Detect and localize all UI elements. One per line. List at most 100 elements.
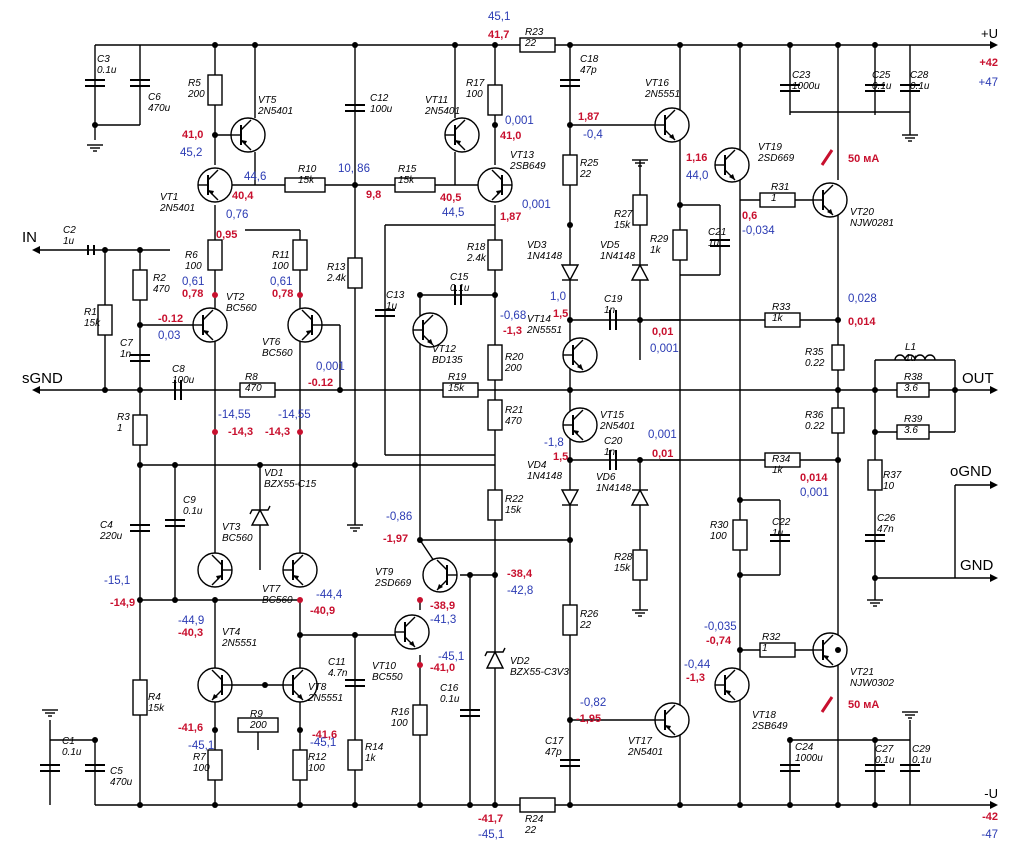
component-ref: VT9: [375, 567, 394, 578]
component-ref: R3: [117, 412, 130, 423]
component-value: BC560: [222, 533, 253, 544]
voltage-alt: -41,3: [430, 614, 456, 626]
resistor-r36: [831, 407, 845, 434]
diode-vd3: [560, 264, 580, 282]
component-ref: VT21: [850, 667, 874, 678]
component-value: 470u: [148, 103, 171, 114]
component-value: 220u: [99, 531, 123, 542]
resistor-r19: [442, 382, 479, 398]
voltage-idle: 1,5: [553, 308, 568, 320]
voltage-alt: -0,44: [684, 659, 711, 671]
component-value: 200: [504, 363, 522, 374]
transistor-vt21: [812, 632, 848, 668]
resistor-r15: [394, 177, 436, 193]
component-value: BZX55-C15: [264, 479, 317, 490]
resistor-r14: [347, 739, 363, 771]
bias-mark-bottom: [820, 696, 834, 713]
component-ref: R5: [188, 78, 201, 89]
component-value: 0.1u: [183, 506, 203, 517]
voltage-idle: -14,3: [228, 426, 253, 438]
component-ref: VT19: [758, 142, 782, 153]
component-ref: VD2: [510, 656, 530, 667]
component-ref: VT7: [262, 584, 281, 595]
component-ref: VD6: [596, 472, 616, 483]
component-value: 100: [391, 718, 408, 729]
component-ref: C29: [912, 744, 931, 755]
transistor-vt11: [444, 117, 480, 153]
component-ref: R6: [185, 250, 198, 261]
component-ref: VT10: [372, 661, 396, 672]
component-value: 1: [117, 423, 123, 434]
component-value: 2N5551: [221, 638, 257, 649]
component-value: 100: [466, 89, 483, 100]
component-value: 22: [579, 169, 592, 180]
component-ref: C27: [875, 744, 894, 755]
neg-rail-v1: -42: [982, 811, 998, 823]
component-ref: C13: [386, 290, 405, 301]
component-ref: C5: [110, 766, 123, 777]
component-ref: C3: [97, 54, 110, 65]
component-value: 0.1u: [872, 81, 892, 92]
component-value: 2N5551: [526, 325, 562, 336]
component-ref: R38: [904, 372, 923, 383]
component-value: 10: [883, 481, 895, 492]
voltage-idle: -1,3: [686, 672, 705, 684]
resistor-r25: [562, 154, 578, 186]
resistor-r10: [284, 177, 326, 193]
component-value: NJW0302: [850, 678, 894, 689]
component-ref: R23: [525, 27, 544, 38]
resistor-r24: [519, 797, 556, 813]
component-ref: R10: [298, 164, 317, 175]
voltage-alt: -45,1: [188, 740, 214, 752]
resistor-r8: [239, 382, 276, 398]
bias-mark-top: [820, 149, 834, 166]
pos-rail-label: +U: [981, 26, 998, 41]
zener-vd2: [484, 647, 506, 669]
pos-rail-v2: +47: [978, 77, 998, 89]
component-ref: R14: [365, 742, 384, 753]
ognd-terminal: oGND: [950, 463, 992, 480]
component-ref: R29: [650, 234, 669, 245]
transistor-vt12: [412, 312, 448, 348]
diode-vd6: [630, 488, 650, 506]
junction-dots: [92, 42, 958, 808]
component-value: 15k: [398, 175, 415, 186]
pos-rail-v1: +42: [979, 57, 998, 69]
component-ref: C2: [63, 225, 76, 236]
resistor-r32: [759, 642, 796, 658]
component-value: BC550: [372, 672, 403, 683]
voltage-idle: -41,6: [178, 722, 203, 734]
component-value: 0.1u: [97, 65, 117, 76]
transistor-vt9: [422, 557, 458, 593]
component-value: 1N4148: [600, 251, 635, 262]
component-ref: VT1: [160, 192, 178, 203]
voltage-alt: -0,035: [704, 621, 737, 633]
component-value: 1u: [63, 236, 75, 247]
component-ref: C24: [795, 742, 814, 753]
voltage-alt: -0,82: [580, 697, 606, 709]
component-ref: R4: [148, 692, 161, 703]
component-value: 1u: [708, 238, 720, 249]
diode-vd4: [560, 489, 580, 507]
sgnd-line: [32, 386, 998, 394]
voltage-idle: 41,0: [182, 129, 203, 141]
component-ref: R32: [762, 632, 781, 643]
resistor-r20: [487, 344, 503, 381]
component-ref: R37: [883, 470, 902, 481]
component-ref: R27: [614, 209, 633, 220]
voltage-idle: -14,9: [110, 597, 135, 609]
component-value: 3.6: [904, 425, 918, 436]
component-value: 200: [187, 89, 205, 100]
voltage-alt: 44,0: [686, 170, 708, 182]
voltage-alt: 44,5: [442, 207, 464, 219]
resistor-r6: [207, 239, 223, 271]
component-value: 1N4148: [527, 471, 562, 482]
component-ref: R8: [245, 372, 258, 383]
component-value: 47p: [580, 65, 597, 76]
component-value: BC560: [262, 595, 293, 606]
component-value: 15k: [84, 318, 101, 329]
component-value: 100: [710, 531, 727, 542]
component-ref: R9: [250, 709, 263, 720]
component-value: 15k: [614, 563, 631, 574]
voltage-alt: -15,1: [104, 575, 130, 587]
